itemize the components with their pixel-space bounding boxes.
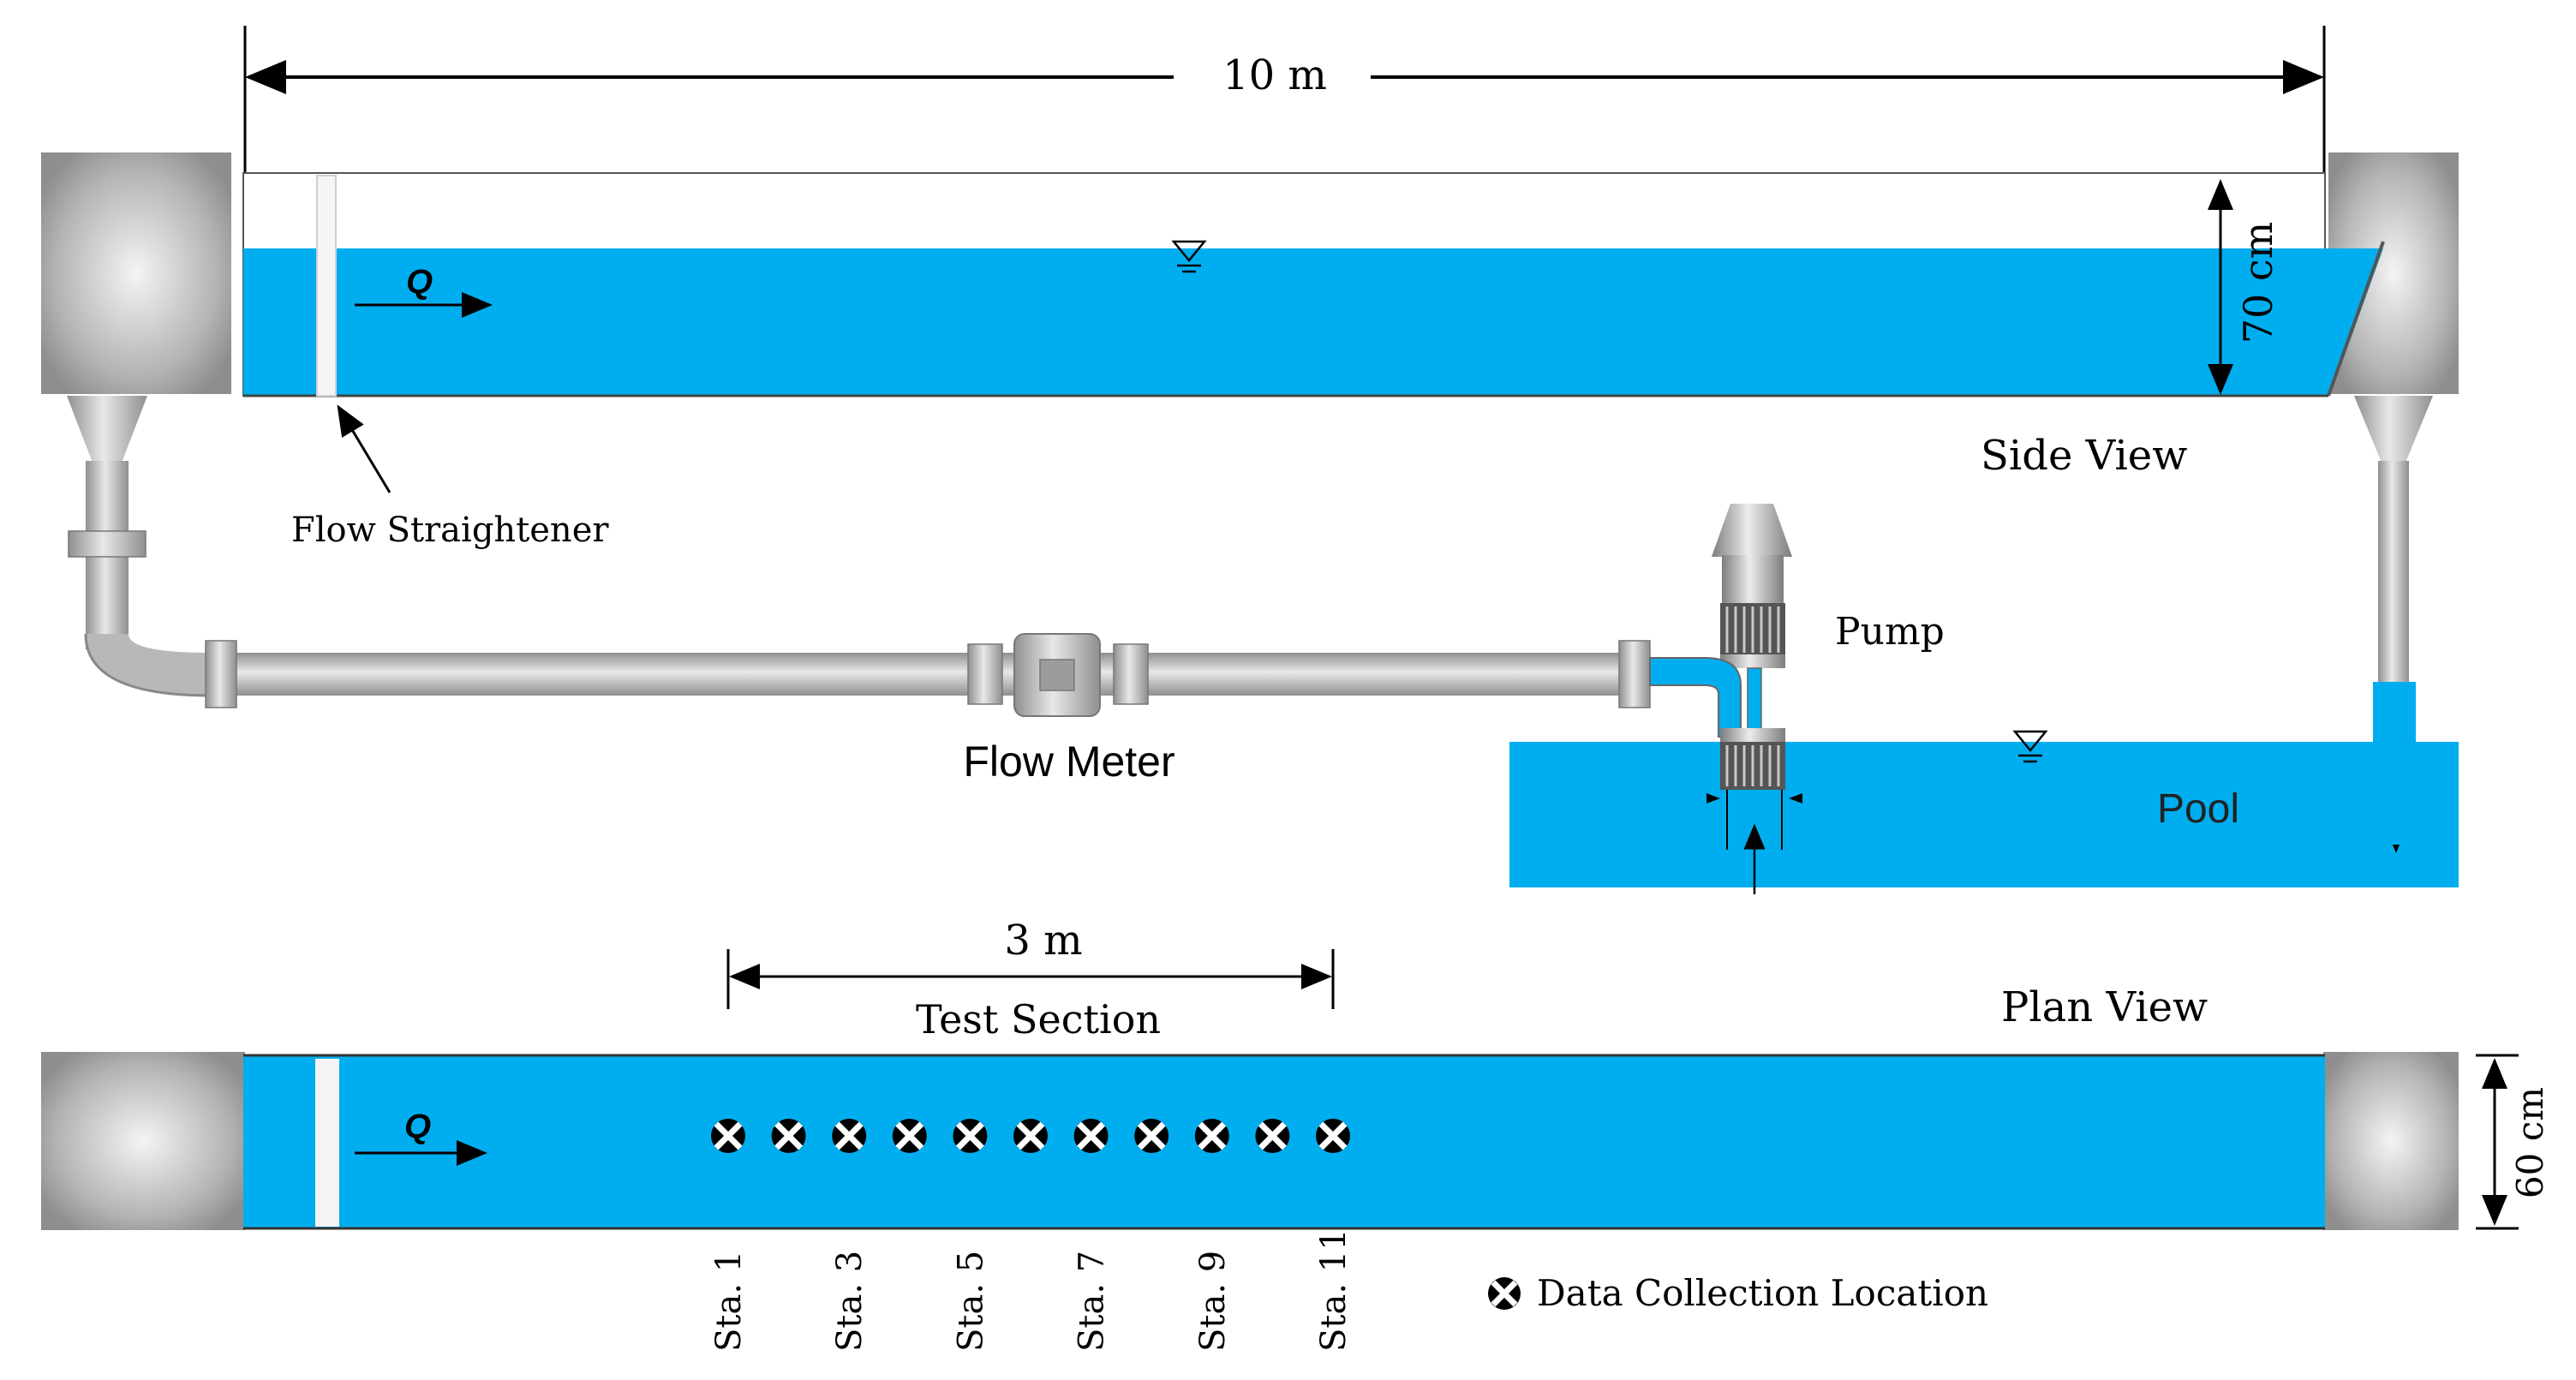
station-markers bbox=[711, 1119, 1350, 1153]
pump-label: Pump bbox=[1835, 610, 1945, 654]
outlet-drain-pipe bbox=[2354, 396, 2433, 744]
station-marker bbox=[1134, 1119, 1169, 1153]
flow-meter-label: Flow Meter bbox=[963, 738, 1174, 786]
plan-flow-label: Q bbox=[404, 1108, 431, 1145]
pool-water bbox=[1509, 742, 2459, 887]
flow-meter bbox=[967, 633, 1149, 717]
test-section-label: Test Section bbox=[916, 996, 1161, 1042]
pipe-flange bbox=[1618, 640, 1651, 708]
width-label: 60 cm bbox=[2509, 1087, 2551, 1198]
pump bbox=[1649, 504, 1802, 894]
crossed-circle-icon bbox=[1488, 1277, 1521, 1310]
station-label: Sta. 1 bbox=[709, 1251, 749, 1352]
flow-straightener-pointer bbox=[337, 404, 391, 493]
pool-drain-arrow bbox=[2393, 845, 2400, 853]
depth-dimension: 70 cm bbox=[2208, 179, 2281, 395]
station-marker bbox=[1073, 1119, 1109, 1153]
flow-straightener-label: Flow Straightener bbox=[291, 511, 609, 550]
length-dimension: 10 m bbox=[243, 26, 2326, 176]
station-marker bbox=[1255, 1119, 1290, 1153]
legend-label: Data Collection Location bbox=[1537, 1272, 1988, 1314]
plan-outlet-tank bbox=[2323, 1052, 2459, 1230]
return-piping bbox=[67, 396, 1651, 708]
width-dimension: 60 cm bbox=[2476, 1054, 2551, 1230]
station-label: Sta. 7 bbox=[1073, 1251, 1112, 1352]
plan-inlet-tank bbox=[41, 1052, 245, 1230]
station-marker bbox=[1013, 1119, 1048, 1153]
legend: Data Collection Location bbox=[1488, 1272, 1988, 1314]
station-label: Sta. 5 bbox=[951, 1251, 990, 1352]
water-surface-triangle-icon bbox=[2012, 730, 2048, 763]
plan-view-label: Plan View bbox=[2001, 983, 2208, 1031]
station-marker bbox=[953, 1119, 988, 1153]
test-section-length-label: 3 m bbox=[1004, 917, 1082, 965]
side-view-label: Side View bbox=[1981, 432, 2187, 480]
plan-flow-straightener bbox=[315, 1059, 339, 1227]
flume-water bbox=[243, 248, 2383, 396]
side-flow-indicator: Q bbox=[355, 263, 493, 318]
station-marker bbox=[711, 1119, 745, 1153]
station-marker bbox=[832, 1119, 867, 1153]
station-marker bbox=[771, 1119, 806, 1153]
station-label: Sta. 9 bbox=[1193, 1251, 1233, 1352]
length-label: 10 m bbox=[1222, 51, 1327, 99]
test-section-dimension: 3 m Test Section bbox=[726, 917, 1335, 1042]
side-view: 10 m Q 70 cm Flow bbox=[41, 26, 2459, 894]
station-marker bbox=[892, 1119, 927, 1153]
flow-straightener bbox=[316, 175, 337, 397]
station-marker bbox=[1194, 1119, 1229, 1153]
pool-label: Pool bbox=[2157, 786, 2239, 832]
depth-label: 70 cm bbox=[2235, 222, 2281, 344]
pipe-flange bbox=[205, 640, 237, 708]
side-flow-label: Q bbox=[406, 263, 433, 301]
plan-flow-indicator: Q bbox=[355, 1108, 487, 1166]
inlet-tank bbox=[41, 152, 231, 394]
station-label: Sta. 11 bbox=[1314, 1228, 1354, 1352]
station-label: Sta. 3 bbox=[830, 1251, 870, 1352]
station-labels: Sta. 1 Sta. 3 Sta. 5 Sta. 7 Sta. 9 Sta. 11 bbox=[709, 1228, 1354, 1352]
outlet-weir bbox=[2327, 241, 2385, 397]
water-surface-triangle-icon bbox=[1171, 240, 1207, 273]
station-marker bbox=[1316, 1119, 1350, 1153]
